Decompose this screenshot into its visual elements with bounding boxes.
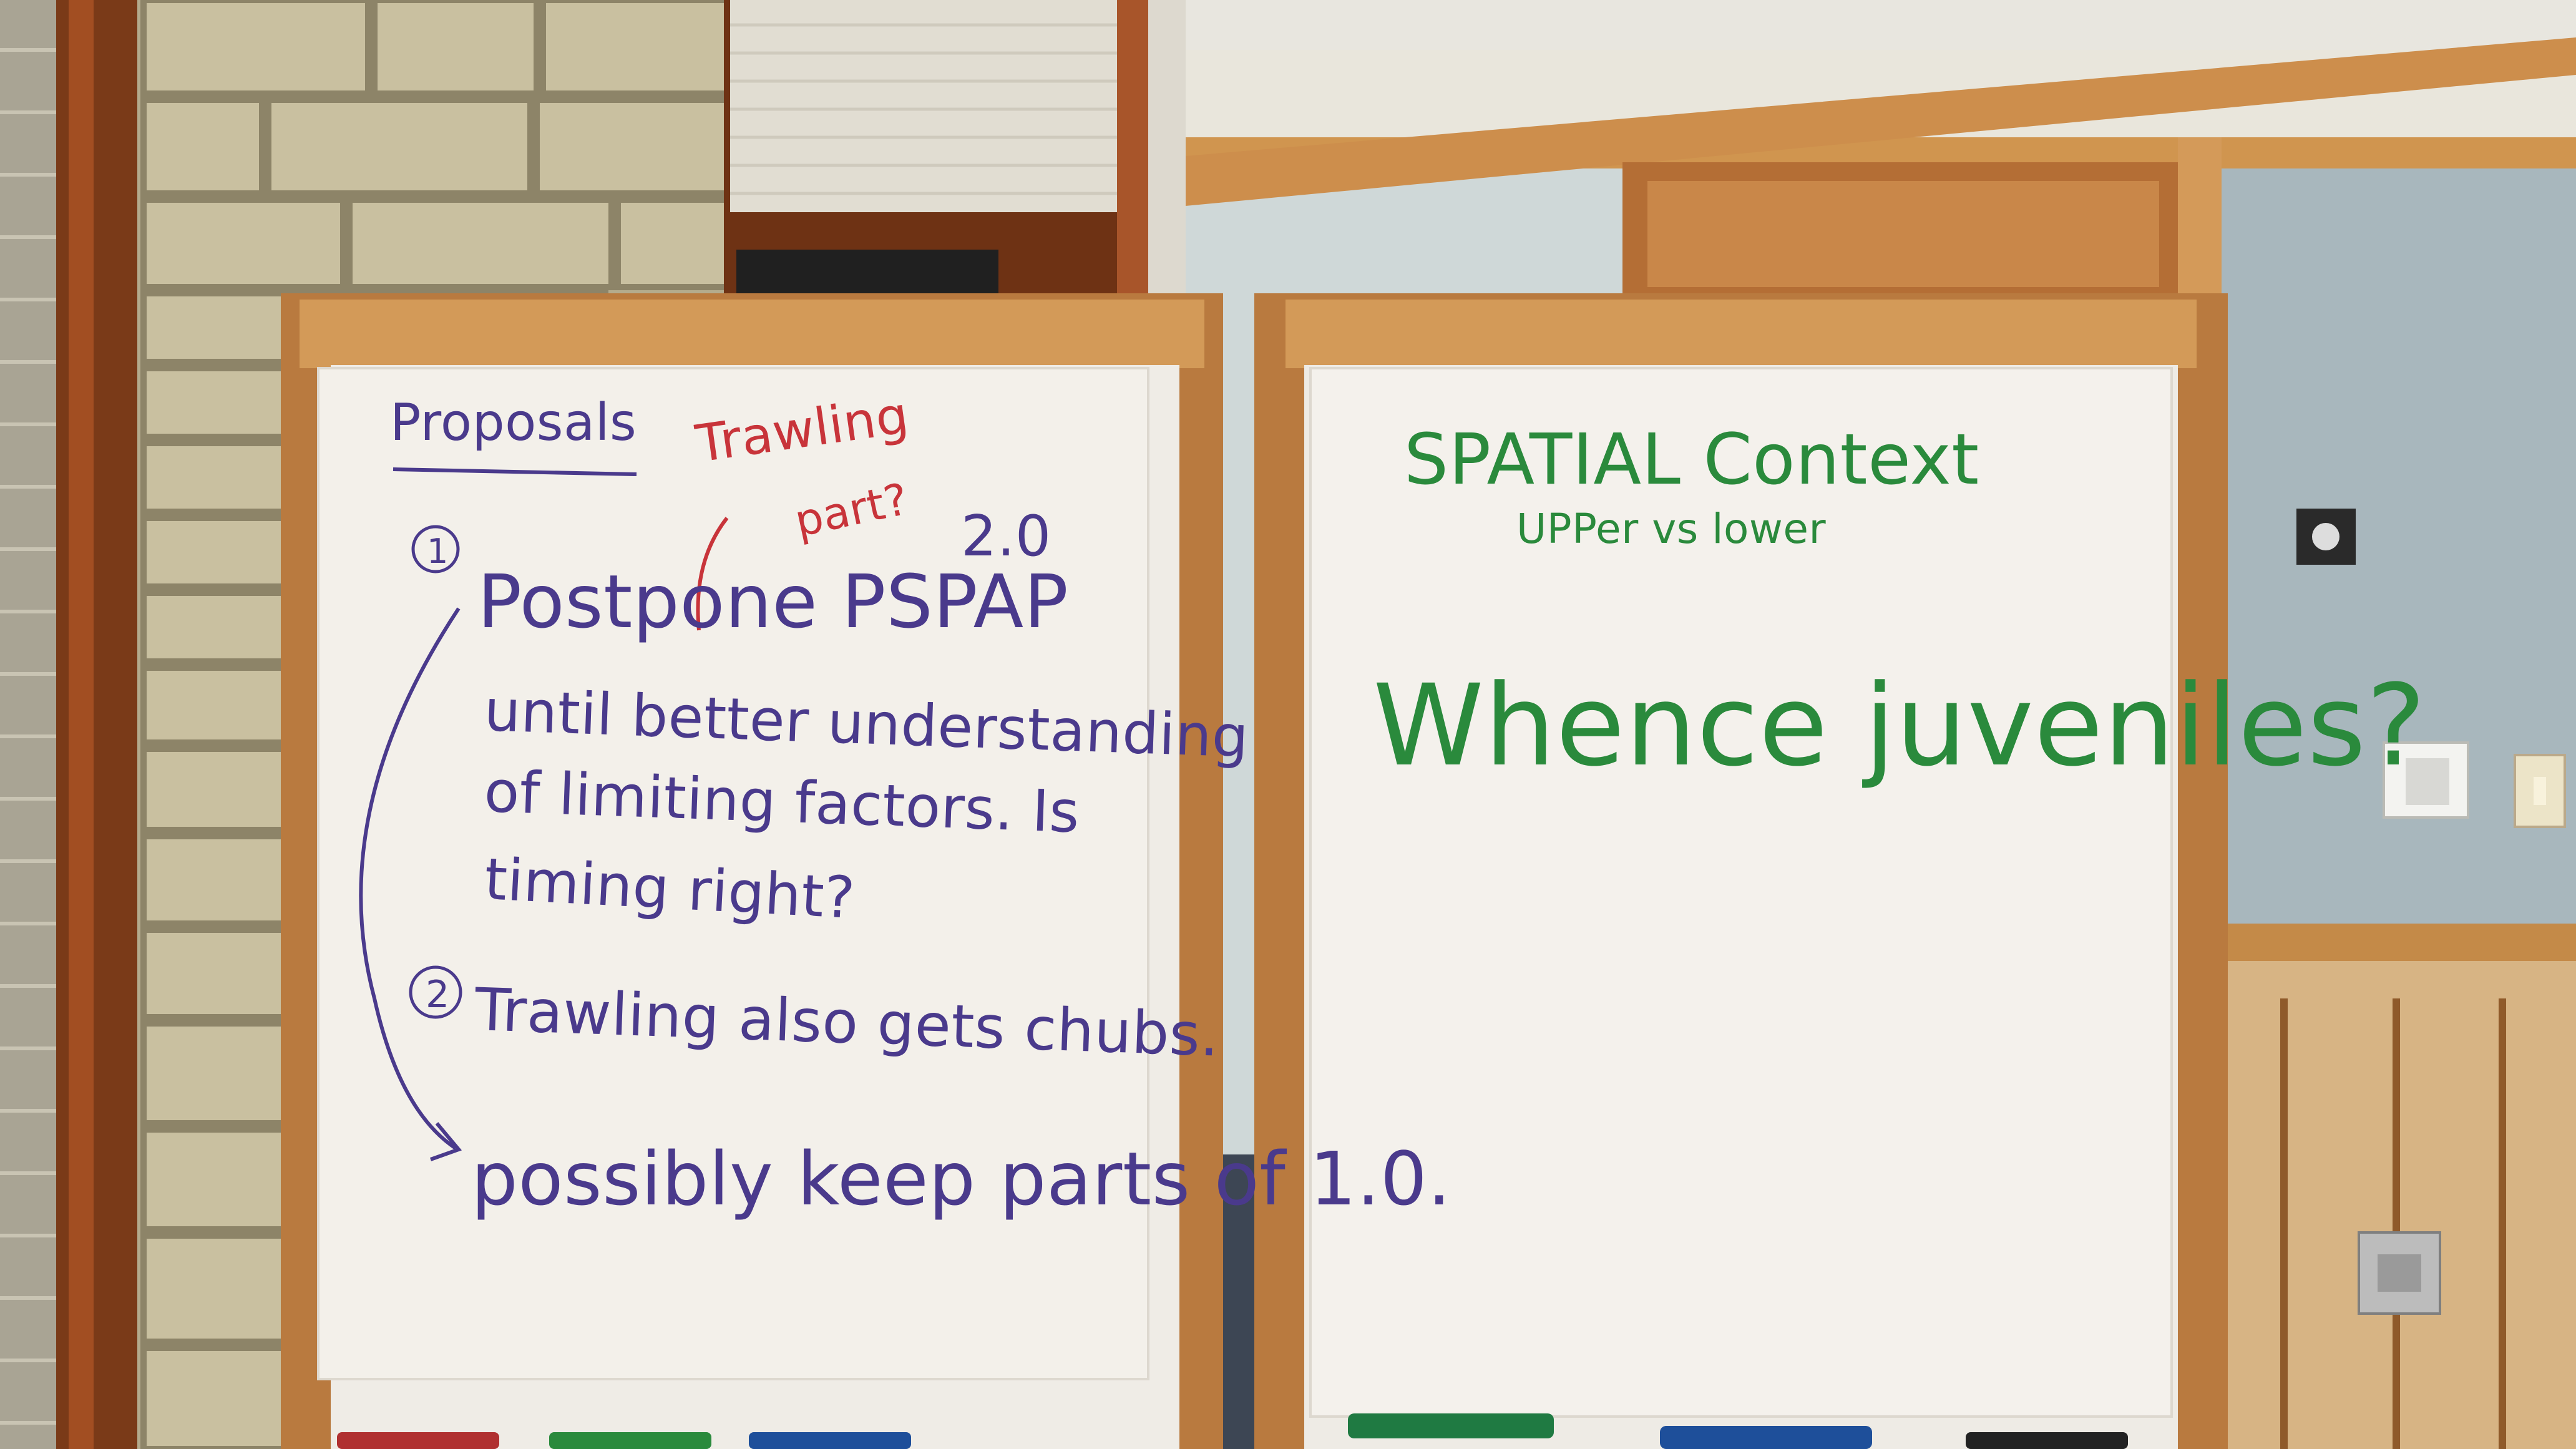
item-1-line-1: Postpone PSPAP — [477, 559, 1068, 645]
thermostat — [2296, 509, 2356, 565]
whence-juveniles-question: Whence juveniles? — [1373, 661, 2426, 791]
dimmer-switch-plate — [2383, 741, 2469, 819]
item-2-circle — [409, 965, 462, 1019]
proposals-heading: Proposals — [390, 393, 637, 452]
red-insert-mark — [696, 517, 729, 631]
upper-vs-lower-subtitle: UPPer vs lower — [1516, 505, 1827, 553]
marker-tray — [337, 1413, 2128, 1449]
spatial-context-heading: SPATIAL Context — [1404, 419, 1979, 500]
item-1-number: 1 — [427, 532, 449, 571]
left-window-blinds — [0, 0, 137, 1449]
item-2-number: 2 — [426, 973, 450, 1017]
right-flipchart-paper — [1309, 367, 2173, 1418]
top-window — [724, 0, 1192, 300]
wall-outlet-plate — [2358, 1231, 2441, 1315]
arrow-curve — [359, 607, 461, 1150]
version-2-0-note: 2.0 — [961, 504, 1051, 569]
conclusion-line: possibly keep parts of 1.0. — [471, 1136, 1451, 1222]
light-switch-plate — [2514, 754, 2566, 828]
arrow-head — [429, 1122, 462, 1161]
item-1-circle — [411, 525, 460, 573]
left-flipchart-paper — [317, 367, 1149, 1380]
proposals-underline — [393, 467, 637, 476]
